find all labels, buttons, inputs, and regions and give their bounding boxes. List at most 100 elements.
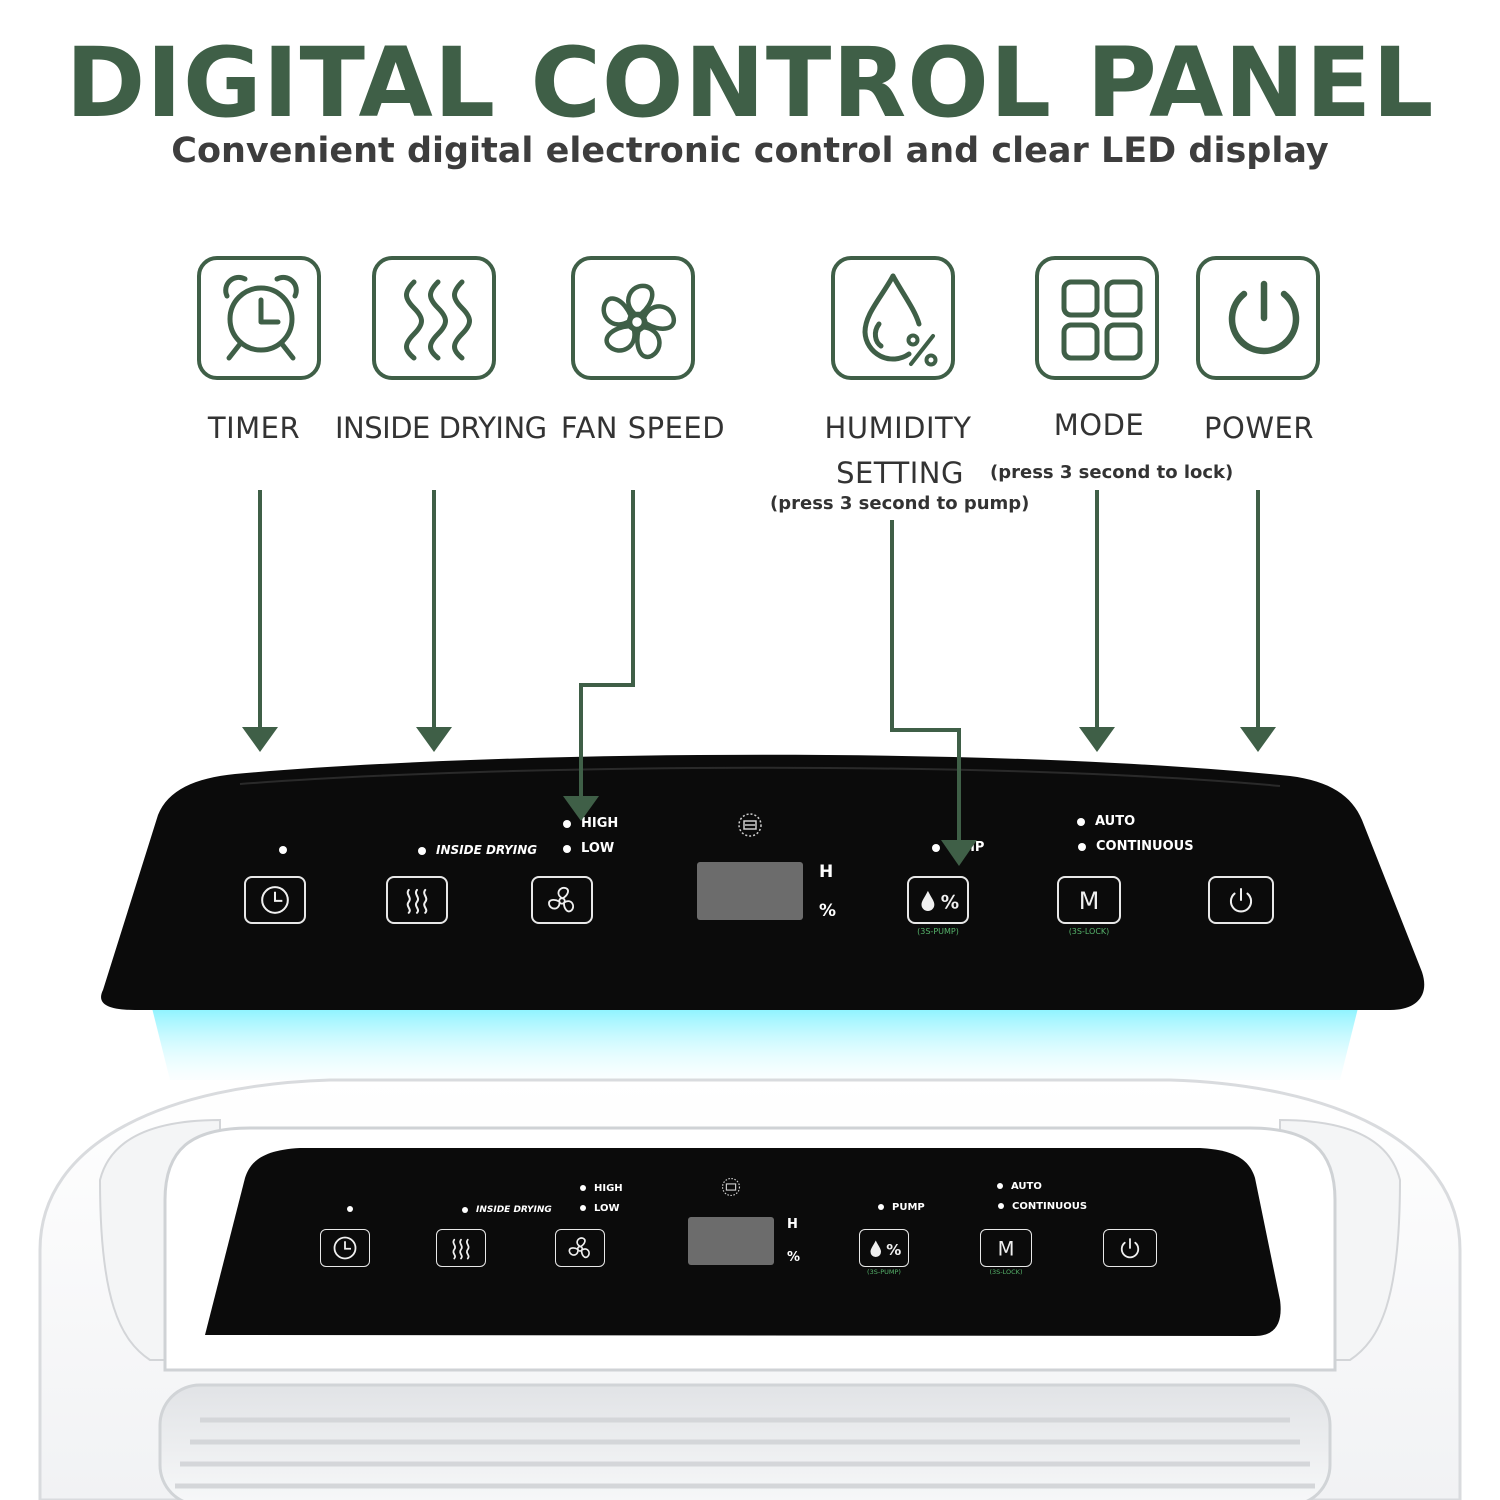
small-humidity-setting-button[interactable]: % [859,1229,909,1267]
small-inside-drying-indicator: INSIDE DRYING [462,1202,552,1218]
lcd-display [697,862,803,920]
page-subtitle: Convenient digital electronic control an… [171,131,1329,171]
mode-button[interactable]: M [1057,876,1121,924]
pump-hint: (3S-PUMP) [917,927,959,936]
power-label: POWER [1204,411,1314,445]
inside-drying-label: INSIDE DRYING [335,411,547,445]
indicator-dot [997,1183,1003,1189]
drop-percent-icon: % [870,1240,901,1259]
mode-label: MODE [1053,408,1145,442]
indicator-dot [563,844,571,853]
indicator-dot [347,1206,353,1212]
inside-drying-button[interactable] [386,876,448,924]
timer-feature-icon-box [197,256,321,380]
heat-waves-icon [404,279,472,361]
small-mode-button[interactable]: M [980,1229,1032,1267]
indicator-dot [998,1203,1004,1209]
humidity-label: HUMIDITY [824,411,972,445]
small-inside-drying-label: INSIDE DRYING [476,1205,552,1215]
indicator-dot [878,1204,884,1210]
indicator-dot [932,843,940,852]
indicator-dot [580,1185,586,1191]
mode-grid-icon [1061,279,1143,361]
small-timer-indicator [347,1202,361,1218]
small-continuous-label: CONTINUOUS [1012,1201,1088,1212]
low-indicator: LOW [563,841,614,857]
auto-indicator: AUTO [1077,814,1135,830]
small-water-tank-icon [721,1177,741,1197]
power-icon [1228,280,1300,355]
small-lock-hint: (3S-LOCK) [989,1268,1023,1276]
small-auto-indicator: AUTO [997,1179,1042,1195]
small-pump-indicator: PUMP [878,1200,925,1216]
page-title: DIGITAL CONTROL PANEL [65,27,1435,139]
fan-icon [548,886,575,913]
fan-speed-button[interactable] [531,876,593,924]
small-power-button[interactable] [1103,1229,1157,1267]
low-indicator-label: LOW [581,841,615,856]
water-tank-icon [738,813,762,837]
indicator-dot [1077,817,1085,826]
small-high-label: HIGH [594,1183,623,1194]
lock-hint: (3S-LOCK) [1068,927,1110,936]
mode-m-icon: M [1079,887,1100,915]
clock-icon [333,1236,357,1260]
inside-drying-indicator-label: INSIDE DRYING [436,843,538,857]
small-lcd-display [688,1217,774,1265]
power-button[interactable] [1208,876,1274,924]
humidity-setting-button[interactable]: % [907,876,969,924]
humidity-note: (press 3 second to pump) [770,493,1030,514]
continuous-indicator: CONTINUOUS [1078,839,1194,855]
small-mode-key-text: M [998,1238,1015,1261]
svg-text:%: % [941,892,959,913]
fan-icon [601,283,676,360]
water-drop-percent-icon [862,273,938,367]
continuous-indicator-label: CONTINUOUS [1096,839,1194,854]
small-percent-unit-label: % [787,1250,801,1265]
small-high-indicator: HIGH [580,1181,623,1197]
indicator-dot [580,1205,586,1211]
humidity-setting-label: SETTING [836,456,964,490]
heat-waves-icon [452,1238,470,1260]
timer-button[interactable] [244,876,306,924]
power-icon [1120,1238,1140,1259]
indicator-dot [279,845,287,854]
clock-icon [261,886,289,914]
drop-percent-icon: % [921,890,959,913]
hours-unit-label: H [819,862,834,882]
alarm-clock-icon [223,274,299,361]
fan-speed-feature-icon-box [571,256,695,380]
svg-text:%: % [886,1241,901,1259]
inside-drying-indicator: INSIDE DRYING [418,842,537,858]
small-hours-unit-label: H [787,1217,798,1232]
inside-drying-feature-icon-box [372,256,496,380]
grill-slats [175,1417,1315,1489]
auto-indicator-label: AUTO [1095,814,1136,829]
fan-icon [568,1237,590,1259]
small-inside-drying-button[interactable] [436,1229,486,1267]
fan-speed-label: FAN SPEED [560,411,726,445]
timer-indicator [279,842,297,858]
indicator-dot [1078,842,1086,851]
mode-note: (press 3 second to lock) [990,462,1234,483]
indicator-dot [418,846,426,855]
power-feature-icon-box [1196,256,1320,380]
humidity-setting-feature-icon-box [831,256,955,380]
mode-feature-icon-box [1035,256,1159,380]
indicator-dot [563,819,571,828]
heat-waves-icon [406,888,428,914]
small-auto-label: AUTO [1011,1181,1042,1192]
small-timer-button[interactable] [320,1229,370,1267]
percent-unit-label: % [819,901,837,921]
mode-m-icon: M [998,1238,1015,1261]
mode-key-text: M [1079,887,1100,915]
small-fan-speed-button[interactable] [555,1229,605,1267]
timer-label: TIMER [207,411,301,445]
small-low-indicator: LOW [580,1201,620,1217]
small-continuous-indicator: CONTINUOUS [998,1199,1087,1215]
small-low-label: LOW [594,1203,620,1214]
